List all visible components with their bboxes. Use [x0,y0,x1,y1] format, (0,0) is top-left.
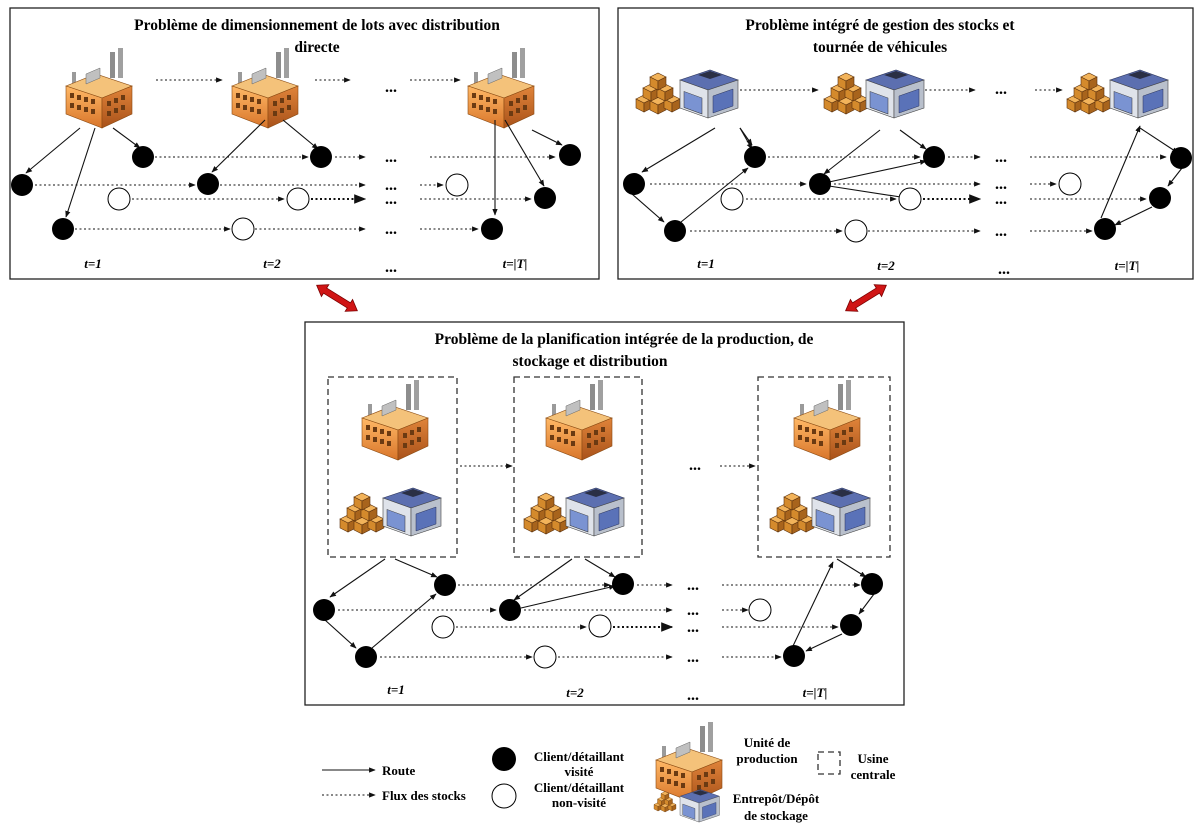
boxes-icon [770,493,814,534]
panel-title: stockage et distribution [513,353,668,370]
period-label: t=1 [387,682,405,697]
warehouse-icon [865,69,925,119]
boxes-icon [824,73,868,114]
boxes-icon [1067,73,1111,114]
warehouse-icon [679,69,739,119]
central-plant-box [327,376,458,558]
ellipsis: ... [385,79,397,96]
warehouse-icon [565,487,625,537]
ellipsis: ... [385,221,397,238]
ellipsis: ... [687,619,699,636]
panel-title: directe [294,39,339,56]
boxes-icon [524,493,568,534]
legend-visited-label: Client/détaillant [534,749,625,764]
factory-icon [793,379,861,461]
legend-visited-node [492,747,516,771]
panel-title: Problème intégré de gestion des stocks e… [745,17,1015,34]
ellipsis: ... [687,687,699,704]
legend-unvisited-label: non-visité [552,795,606,810]
legend-warehouse-label: Entrepôt/Dépôt [733,791,820,806]
ellipsis: ... [385,191,397,208]
legend-production-label: production [736,751,798,766]
legend-production-label: Unité de [744,735,791,750]
panel-title: tournée de véhicules [813,39,947,56]
ellipsis: ... [687,649,699,666]
period-label: t=2 [877,258,895,273]
panel-integrated-planning: Problème de la planification intégrée de… [304,321,905,706]
period-label: t=|T| [503,256,528,271]
ellipsis: ... [689,457,701,474]
legend-plant-label: centrale [851,767,896,782]
ellipsis: ... [385,149,397,166]
ellipsis: ... [995,191,1007,208]
ellipsis: ... [995,176,1007,193]
ellipsis: ... [995,81,1007,98]
boxes-icon [340,493,384,534]
double-arrow-icon [845,284,887,312]
period-label: t=|T| [803,685,828,700]
warehouse-icon [1109,69,1169,119]
legend-unvisited-label: Client/détaillant [534,780,625,795]
period-label: t=2 [263,256,281,271]
warehouse-icon [382,487,442,537]
factory-icon [361,379,429,461]
legend-visited-label: visité [565,764,594,779]
ellipsis: ... [687,577,699,594]
factory-icon [467,47,535,129]
central-plant-box [513,376,643,558]
warehouse-icon [811,487,871,537]
ellipsis: ... [687,602,699,619]
double-arrow-icon [316,284,358,312]
panel-inventory-routing: Problème intégré de gestion des stocks e… [617,7,1194,280]
ellipsis: ... [998,261,1010,278]
factory-icon [655,721,723,803]
panel-title: Problème de la planification intégrée de… [435,331,814,348]
ellipsis: ... [385,177,397,194]
boxes-icon [636,73,680,114]
central-plant-box [757,376,891,558]
period-label: t=1 [697,256,715,271]
warehouse-icon [679,789,720,823]
legend-warehouse-label: de stockage [744,808,808,823]
factory-icon [231,47,299,129]
factory-icon [65,47,133,129]
panel-title: Problème de dimensionnement de lots avec… [134,17,500,34]
legend-unvisited-node [491,783,517,809]
ellipsis: ... [385,259,397,276]
period-label: t=1 [84,256,102,271]
legend-route-label: Route [382,763,415,778]
ellipsis: ... [995,149,1007,166]
legend: Route Flux des stocks Client/détaillant … [322,721,896,823]
ellipsis: ... [995,223,1007,240]
factory-icon [545,379,613,461]
period-label: t=|T| [1115,258,1140,273]
legend-flow-label: Flux des stocks [382,788,466,803]
legend-plant-label: Usine [857,751,888,766]
legend-plant-box [817,751,841,775]
period-label: t=2 [566,685,584,700]
panel-lot-sizing: Problème de dimensionnement de lots avec… [9,7,600,280]
